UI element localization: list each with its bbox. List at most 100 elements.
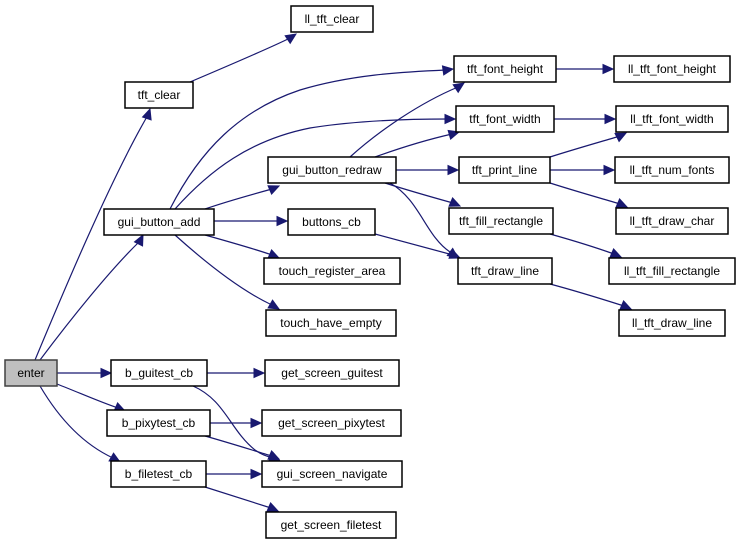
node-box[interactable] <box>110 359 208 387</box>
node-get-screen-filetest[interactable]: get_screen_filetest <box>265 511 397 539</box>
edge-gui_button_add-to-tft_font_width <box>174 113 457 210</box>
node-box[interactable] <box>261 460 403 488</box>
node-label: touch_register_area <box>279 264 386 278</box>
node-box[interactable] <box>261 409 402 437</box>
node-get-screen-pixytest[interactable]: get_screen_pixytest <box>261 409 402 437</box>
node-box[interactable] <box>110 460 207 488</box>
arrowhead-icon <box>444 113 457 125</box>
arrowhead-icon <box>133 233 144 247</box>
node-box[interactable] <box>265 511 397 539</box>
edge-line <box>189 37 291 83</box>
node-label: get_screen_filetest <box>281 518 382 532</box>
edge-line <box>549 135 621 158</box>
node-box[interactable] <box>4 359 58 387</box>
edge-tft_draw_line-to-ll_tft_draw_line <box>549 283 633 310</box>
node-box[interactable] <box>265 309 397 337</box>
node-tft-draw-line[interactable]: tft_draw_line <box>457 257 553 285</box>
node-label: touch_have_empty <box>280 316 381 330</box>
node-touch-register-area[interactable]: touch_register_area <box>263 257 401 285</box>
edge-gui_button_redraw-to-tft_print_line <box>396 164 460 176</box>
edge-b_guitest_cb-to-get_screen_guitest <box>207 367 266 379</box>
edge-line <box>374 133 453 158</box>
edge-line <box>374 233 454 256</box>
node-box[interactable] <box>264 359 400 387</box>
node-box[interactable] <box>613 55 731 83</box>
node-get-screen-guitest[interactable]: get_screen_guitest <box>264 359 400 387</box>
node-label: tft_print_line <box>472 163 538 177</box>
node-box[interactable] <box>458 156 551 184</box>
node-tft-font-height[interactable]: tft_font_height <box>453 55 557 83</box>
node-box[interactable] <box>618 309 726 337</box>
arrowhead-icon <box>250 417 263 429</box>
node-tft-font-width[interactable]: tft_font_width <box>455 105 555 133</box>
node-b-guitest-cb[interactable]: b_guitest_cb <box>110 359 208 387</box>
node-box[interactable] <box>106 409 211 437</box>
edge-line <box>204 234 273 256</box>
edge-tft_font_width-to-ll_tft_font_width <box>554 113 617 125</box>
node-box[interactable] <box>267 156 397 184</box>
node-label: ll_tft_draw_line <box>632 316 712 330</box>
edge-b_filetest_cb-to-gui_screen_navigate <box>206 468 263 480</box>
node-label: ll_tft_clear <box>305 12 360 26</box>
edge-b_pixytest_cb-to-gui_screen_navigate <box>204 435 281 460</box>
edge-line <box>169 69 447 210</box>
node-gui-button-redraw[interactable]: gui_button_redraw <box>267 156 397 184</box>
arrowhead-icon <box>448 249 462 259</box>
node-ll-tft-draw-char[interactable]: ll_tft_draw_char <box>615 207 729 235</box>
node-ll-tft-fill-rectangle[interactable]: ll_tft_fill_rectangle <box>608 257 736 285</box>
node-ll-tft-num-fonts[interactable]: ll_tft_num_fonts <box>614 156 730 184</box>
edge-enter-to-b_pixytest_cb <box>56 383 127 412</box>
node-box[interactable] <box>615 207 729 235</box>
node-box[interactable] <box>615 105 729 133</box>
arrowhead-icon <box>603 164 616 176</box>
edge-buttons_cb-to-tft_draw_line <box>374 233 462 259</box>
nodes-layer: enter tft_clear ll_tft_clear gui_button_add… <box>4 5 736 539</box>
node-b-filetest-cb[interactable]: b_filetest_cb <box>110 460 207 488</box>
node-ll-tft-clear[interactable]: ll_tft_clear <box>290 5 374 33</box>
edge-line <box>349 86 459 158</box>
node-label: tft_font_height <box>467 62 544 76</box>
arrowhead-icon <box>253 367 266 379</box>
node-label: buttons_cb <box>302 215 361 229</box>
edge-line <box>192 385 275 459</box>
node-label: ll_tft_draw_char <box>630 214 715 228</box>
edge-b_filetest_cb-to-get_screen_filetest <box>204 486 280 512</box>
node-box[interactable] <box>290 5 374 33</box>
node-box[interactable] <box>287 208 376 236</box>
node-label: gui_button_redraw <box>282 163 382 177</box>
node-box[interactable] <box>124 81 194 109</box>
node-tft-clear[interactable]: tft_clear <box>124 81 194 109</box>
arrowhead-icon <box>452 82 466 94</box>
node-buttons-cb[interactable]: buttons_cb <box>287 208 376 236</box>
node-ll-tft-font-height[interactable]: ll_tft_font_height <box>613 55 731 83</box>
node-label: gui_screen_navigate <box>277 467 388 481</box>
node-box[interactable] <box>455 105 555 133</box>
node-tft-print-line[interactable]: tft_print_line <box>458 156 551 184</box>
arrowhead-icon <box>604 113 617 125</box>
node-box[interactable] <box>608 257 736 285</box>
node-label: b_filetest_cb <box>125 467 193 481</box>
edge-gui_button_add-to-tft_font_height <box>169 65 455 210</box>
node-tft-fill-rectangle[interactable]: tft_fill_rectangle <box>448 207 554 235</box>
node-gui-screen-navigate[interactable]: gui_screen_navigate <box>261 460 403 488</box>
arrowhead-icon <box>441 65 455 76</box>
node-box[interactable] <box>103 208 215 236</box>
node-box[interactable] <box>448 207 554 235</box>
node-box[interactable] <box>453 55 557 83</box>
node-gui-button-add[interactable]: gui_button_add <box>103 208 215 236</box>
arrowhead-icon <box>614 132 628 143</box>
node-enter[interactable]: enter <box>4 359 58 387</box>
node-b-pixytest-cb[interactable]: b_pixytest_cb <box>106 409 211 437</box>
node-touch-have-empty[interactable]: touch_have_empty <box>265 309 397 337</box>
edge-line <box>204 188 273 210</box>
node-label: ll_tft_fill_rectangle <box>624 264 720 278</box>
node-ll-tft-draw-line[interactable]: ll_tft_draw_line <box>618 309 726 337</box>
node-box[interactable] <box>457 257 553 285</box>
edge-line <box>204 486 272 509</box>
node-box[interactable] <box>263 257 401 285</box>
edge-gui_button_redraw-to-tft_font_width <box>374 129 461 158</box>
node-box[interactable] <box>614 156 730 184</box>
edge-tft_print_line-to-ll_tft_draw_char <box>549 182 629 208</box>
node-ll-tft-font-width[interactable]: ll_tft_font_width <box>615 105 729 133</box>
